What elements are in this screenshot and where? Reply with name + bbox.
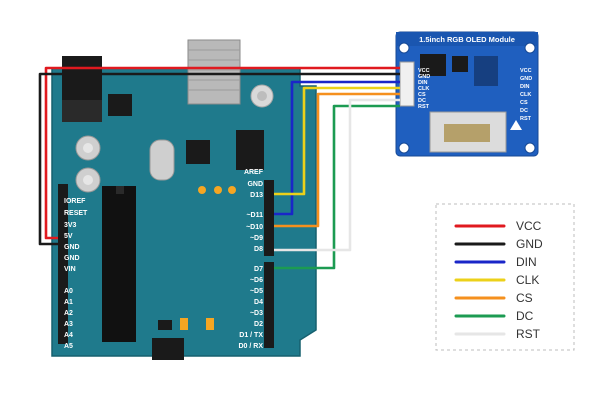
module-pin-label: DIN — [418, 80, 428, 86]
module-pin-label: DC — [520, 108, 528, 114]
pin-label: A2 — [64, 310, 73, 317]
pin-label: AREF — [244, 169, 264, 176]
pin-label: RESET — [64, 210, 88, 217]
module-pin-label: CLK — [418, 86, 429, 92]
legend-label-gnd: GND — [516, 237, 543, 251]
module-connector — [399, 61, 415, 107]
pin-label: A4 — [64, 332, 73, 339]
pin-label: IOREF — [64, 198, 86, 205]
pin-label: ~D3 — [250, 310, 263, 317]
digital-header — [264, 180, 274, 348]
legend-label-vcc: VCC — [516, 219, 542, 233]
module-pin-label: GND — [418, 74, 430, 80]
pin-label: A5 — [64, 343, 73, 350]
module-pin-label: VCC — [418, 68, 430, 74]
pin-label: ~D9 — [250, 235, 263, 242]
pin-label: A3 — [64, 321, 73, 328]
module-title: 1.5inch RGB OLED Module — [419, 35, 515, 44]
pin-label: D4 — [254, 299, 263, 306]
legend-label-din: DIN — [516, 255, 537, 269]
pin-label: ~D6 — [250, 277, 263, 284]
pin-label: D13 — [250, 192, 263, 199]
pin-label: ~D10 — [246, 224, 263, 231]
pin-label: D1 / TX — [239, 332, 263, 339]
legend-label-dc: DC — [516, 309, 534, 323]
module-pin-label: CS — [520, 100, 528, 106]
arduino-board: IOREF RESET 3V3 5V GND GND VIN A0 A1 A2 … — [51, 39, 317, 360]
digital-header-labels: AREF GND D13 ~D11 ~D10 ~D9 D8 D7 ~D6 ~D5… — [238, 169, 263, 350]
module-pin-label: VCC — [520, 68, 532, 74]
module-pin-label: DC — [418, 98, 426, 104]
wire-gnd — [38, 72, 400, 246]
power-header — [58, 184, 68, 344]
oled-module: 1.5inch RGB OLED Module VCC GND DIN CLK … — [395, 31, 539, 157]
pin-label: GND — [64, 244, 80, 251]
pin-label: D8 — [254, 246, 263, 253]
legend-box — [435, 203, 575, 351]
pin-label: GND — [247, 181, 263, 188]
pin-label: VIN — [64, 266, 76, 273]
atmega-chip — [102, 186, 136, 342]
legend-swatches — [454, 224, 506, 336]
pin-label: D7 — [254, 266, 263, 273]
legend-label-rst: RST — [516, 327, 540, 341]
pin-label: 5V — [64, 233, 73, 240]
pin-label: ~D5 — [250, 288, 263, 295]
wire-clk — [274, 86, 400, 196]
icsp-header — [236, 130, 264, 170]
module-pin-labels: VCC GND DIN CLK CS DC RST VCC GND DIN CL… — [418, 68, 532, 122]
analog-header-labels: A0 A1 A2 A3 A4 A5 — [64, 288, 73, 350]
pin-label: D2 — [254, 321, 263, 328]
pin-label: 3V3 — [64, 222, 77, 229]
module-pin-label: RST — [520, 116, 532, 122]
module-pin-label: CLK — [520, 92, 531, 98]
module-pin-label: GND — [520, 76, 532, 82]
wire-din — [274, 80, 400, 216]
wire-rst — [274, 98, 400, 252]
waveshare-logo — [510, 120, 522, 130]
wires — [38, 66, 400, 270]
pin-label: A1 — [64, 299, 73, 306]
pin-label: GND — [64, 255, 80, 262]
power-header-labels: IOREF RESET 3V3 5V GND GND VIN — [64, 198, 88, 273]
pin-label: D0 / RX — [238, 343, 263, 350]
pin-label: A0 — [64, 288, 73, 295]
wire-dc — [274, 104, 400, 270]
wire-cs — [274, 92, 400, 228]
module-pin-label: CS — [418, 92, 426, 98]
legend-label-clk: CLK — [516, 273, 540, 287]
module-pin-label: RST — [418, 104, 430, 110]
module-pin-label: DIN — [520, 84, 530, 90]
wire-vcc — [44, 66, 400, 240]
usb-connector — [187, 39, 241, 105]
legend-label-cs: CS — [516, 291, 533, 305]
pin-label: ~D11 — [246, 212, 263, 219]
